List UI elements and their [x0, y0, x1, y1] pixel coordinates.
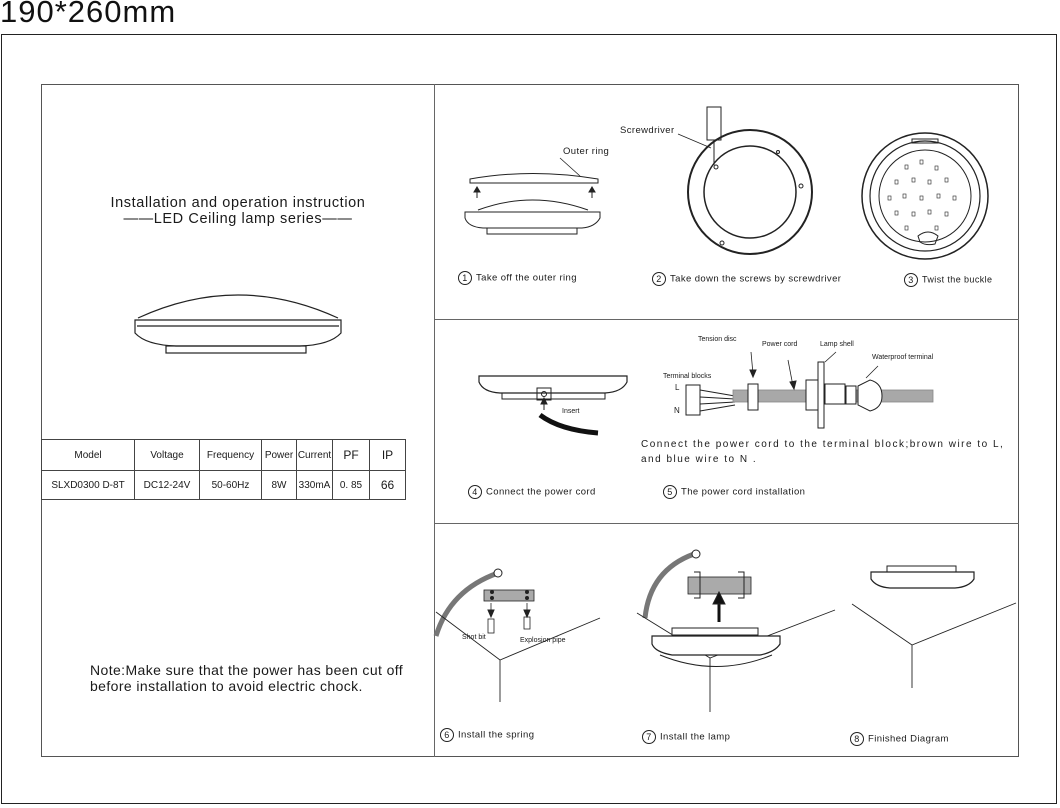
step-caption-text: Twist the buckle	[922, 274, 993, 285]
header-current: Current	[296, 439, 333, 471]
step-number: 7	[642, 730, 656, 744]
instruction-frame	[41, 84, 1019, 757]
step-7-caption: 7 Install the lamp	[642, 730, 730, 744]
step-caption-text: Take down the screws by screwdriver	[670, 273, 842, 285]
step-5-caption: 5 The power cord installation	[663, 485, 805, 499]
label-explosion-pipe: Explosion pipe	[520, 637, 566, 644]
step-8-caption: 8 Finished Diagram	[850, 732, 949, 746]
step1-illustration	[464, 157, 601, 235]
step4-illustration	[478, 375, 628, 436]
row-divider-2	[434, 523, 1019, 524]
label-shot-bit: Shot bit	[462, 634, 486, 641]
step-caption-text: Install the lamp	[660, 731, 731, 743]
step6-illustration	[433, 568, 601, 702]
cell-voltage: DC12-24V	[134, 470, 200, 500]
header-voltage: Voltage	[134, 439, 200, 471]
label-lamp-shell: Lamp shell	[820, 341, 854, 348]
cell-power: 8W	[261, 470, 297, 500]
step-caption-text: Finished Diagram	[868, 733, 949, 745]
table-row: SLXD0300 D-8T DC12-24V 50-60Hz 8W 330mA …	[41, 470, 406, 500]
document-title: Installation and operation instruction	[110, 195, 366, 211]
cell-ip: 66	[369, 470, 406, 500]
label-power-cord: Power cord	[762, 341, 798, 348]
step-2-caption: 2 Take down the screws by screwdriver	[652, 272, 841, 286]
ceiling-lamp-illustration	[134, 294, 342, 354]
step5-illustration	[685, 351, 934, 429]
step-number: 8	[850, 732, 864, 746]
page-size-label: 190*260mm	[0, 0, 177, 29]
step-number: 5	[663, 485, 677, 499]
step8-illustration	[851, 565, 1017, 688]
cell-frequency: 50-60Hz	[199, 470, 262, 500]
sheet-border	[1, 34, 1057, 804]
wiring-description-line2: and blue wire to N .	[641, 454, 758, 465]
label-screwdriver: Screwdriver	[620, 125, 675, 136]
header-power: Power	[261, 439, 297, 471]
label-insert: Insert	[562, 408, 580, 415]
step-caption-text: Install the spring	[458, 729, 535, 741]
safety-note: Note:Make sure that the power has been c…	[90, 662, 404, 694]
step-number: 1	[458, 271, 472, 285]
step-6-caption: 6 Install the spring	[440, 728, 534, 742]
label-L: L	[675, 383, 680, 392]
step7-illustration	[636, 549, 836, 712]
header-model: Model	[41, 439, 135, 471]
table-header-row: Model Voltage Frequency Power Current PF…	[41, 439, 406, 471]
step-4-caption: 4 Connect the power cord	[468, 485, 596, 499]
cell-model: SLXD0300 D-8T	[41, 470, 135, 500]
step-number: 3	[904, 273, 918, 287]
label-N: N	[674, 406, 680, 415]
step-number: 4	[468, 485, 482, 499]
step2-illustration	[677, 106, 813, 255]
step-caption-text: Connect the power cord	[486, 486, 596, 498]
label-tension-disc: Tension disc	[698, 336, 737, 343]
wiring-description-line1: Connect the power cord to the terminal b…	[641, 439, 1005, 450]
step-number: 6	[440, 728, 454, 742]
document-subtitle: ——LED Ceiling lamp series——	[123, 211, 353, 227]
header-pf: PF	[332, 439, 370, 471]
step-3-caption: 3 Twist the buckle	[904, 273, 992, 287]
row-divider-1	[434, 319, 1019, 320]
column-divider	[434, 84, 435, 757]
step-1-caption: 1 Take off the outer ring	[458, 271, 577, 285]
header-frequency: Frequency	[199, 439, 262, 471]
label-outer-ring: Outer ring	[563, 146, 610, 157]
step-number: 2	[652, 272, 666, 286]
step-caption-text: The power cord installation	[681, 486, 806, 498]
specification-table: Model Voltage Frequency Power Current PF…	[41, 439, 406, 500]
cell-pf: 0. 85	[332, 470, 370, 500]
step3-illustration	[861, 132, 989, 260]
label-waterproof-terminal: Waterproof terminal	[872, 354, 934, 361]
header-ip: IP	[369, 439, 406, 471]
step-caption-text: Take off the outer ring	[476, 272, 577, 284]
label-terminal-blocks: Terminal blocks	[663, 373, 712, 380]
cell-current: 330mA	[296, 470, 333, 500]
